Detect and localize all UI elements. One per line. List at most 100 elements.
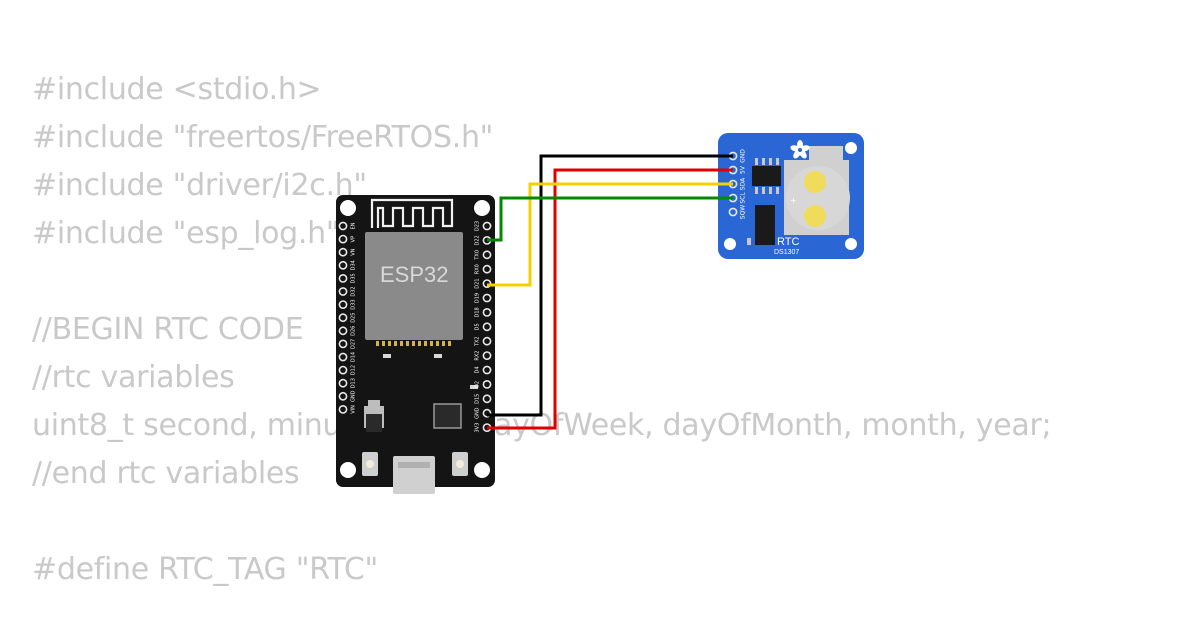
esp32-pin-rx2[interactable]: [482, 351, 492, 360]
rtc-chip-label: DS1307: [774, 249, 799, 256]
antenna-trace: [370, 198, 454, 228]
code-line: #include "esp_log.h": [32, 216, 340, 251]
esp32-pin-d23[interactable]: [482, 221, 492, 231]
code-background: #include <stdio.h> #include "freertos/Fr…: [32, 66, 1052, 594]
adafruit-logo: [790, 140, 810, 159]
sda-wire[interactable]: [487, 182, 733, 287]
boot-button-cap[interactable]: [456, 460, 464, 468]
rtc-pin-label: SQW: [740, 205, 747, 220]
gnd-wire[interactable]: [487, 154, 733, 417]
crystal-oscillator: [755, 205, 775, 245]
esp32-module: [365, 232, 463, 340]
esp32-pin-label: D15: [475, 394, 481, 404]
esp32-pin-d27[interactable]: [338, 339, 348, 349]
scl-wire[interactable]: [487, 196, 733, 242]
mounting-hole: [474, 200, 490, 216]
mounting-hole: [474, 462, 490, 478]
mounting-hole: [845, 142, 857, 154]
smd-component: [747, 238, 751, 245]
esp32-pin-d19[interactable]: [482, 293, 492, 303]
esp32-pin-label: D22: [475, 235, 481, 245]
esp32-pin-label: D35: [351, 273, 357, 283]
esp32-pin-d18[interactable]: [482, 307, 492, 317]
esp32-pin-d4[interactable]: [482, 365, 492, 375]
mounting-hole: [340, 200, 356, 216]
esp32-pin-label: D27: [351, 339, 357, 349]
esp32-pin-d32[interactable]: [338, 287, 348, 296]
mounting-hole: [845, 238, 857, 250]
esp32-pin-label: D25: [351, 313, 357, 323]
esp32-pin-label: RX2: [475, 351, 481, 361]
esp32-pin-rx0[interactable]: [482, 264, 492, 274]
esp32-pin-tx2[interactable]: [482, 336, 492, 346]
esp32-pin-en[interactable]: [338, 221, 348, 231]
code-line: #include "driver/i2c.h": [32, 168, 367, 203]
esp32-pin-label: D34: [351, 260, 357, 270]
esp32-pin-label: GND: [475, 407, 481, 419]
esp32-pin-d14[interactable]: [338, 352, 348, 362]
esp32-board[interactable]: ESP32 ENVPVND34D35D32D33D25D26D27D14D12D…: [336, 195, 495, 494]
svg-text:+: +: [790, 196, 797, 205]
esp32-pin-label: EN: [351, 222, 357, 229]
rtc-pin-sqw[interactable]: [728, 207, 738, 217]
esp32-pin-label: VN: [351, 248, 357, 255]
esp32-pin-d5[interactable]: [482, 322, 492, 332]
esp32-pin-label: TX2: [475, 336, 481, 347]
esp32-pin-d12[interactable]: [338, 365, 348, 375]
left-pin-header: ENVPVND34D35D32D33D25D26D27D14D12D13GNDV…: [338, 221, 357, 414]
code-line: #include "freertos/FreeRTOS.h": [32, 120, 494, 155]
ds1307-chip-legs: [755, 158, 779, 194]
esp32-pin-d33[interactable]: [338, 300, 348, 309]
esp32-pin-d25[interactable]: [338, 313, 348, 323]
smd-component: [434, 354, 442, 358]
esp32-pin-label: D4: [475, 366, 481, 373]
code-line: #define RTC_TAG "RTC": [32, 552, 378, 587]
ds1307-chip: [752, 166, 781, 186]
rtc-pin-label: 5V: [740, 165, 747, 174]
esp32-pin-d15[interactable]: [482, 394, 492, 404]
code-line: //rtc variables: [32, 360, 235, 395]
en-button-cap[interactable]: [366, 460, 374, 468]
esp32-pin-label: D12: [351, 365, 357, 375]
esp32-pin-label: D14: [351, 352, 357, 362]
esp32-pin-label: D5: [475, 323, 481, 330]
esp32-pin-d2[interactable]: [482, 379, 492, 389]
micro-usb-opening: [398, 462, 430, 468]
esp32-pin-label: D18: [475, 307, 481, 317]
micro-usb-port[interactable]: [393, 456, 435, 494]
esp32-chip-label: ESP32: [380, 262, 449, 287]
esp32-pin-label: D33: [351, 299, 357, 309]
module-pads: [376, 341, 451, 346]
rtc-label: RTC: [777, 236, 799, 248]
usb-uart-chip: [433, 403, 462, 429]
code-line: //end rtc variables: [32, 456, 300, 491]
esp32-pin-gnd[interactable]: [338, 391, 348, 401]
esp32-pin-d35[interactable]: [338, 273, 348, 283]
esp32-pin-vp[interactable]: [338, 234, 348, 244]
5v-wire[interactable]: [487, 168, 733, 430]
rtc-pin-label: SCL: [740, 192, 747, 204]
esp32-pin-d26[interactable]: [338, 326, 348, 336]
esp32-pin-d13[interactable]: [338, 378, 348, 388]
esp32-pin-label: D19: [475, 293, 481, 303]
mounting-hole: [724, 238, 736, 250]
rtc-pin-label: SDA: [740, 177, 747, 190]
mounting-hole: [340, 462, 356, 478]
esp32-pin-label: D2: [475, 381, 481, 388]
esp32-pin-label: D13: [351, 378, 357, 388]
rtc-pin-label: GND: [740, 149, 747, 163]
esp32-pin-vin[interactable]: [338, 404, 348, 414]
esp32-pin-tx0[interactable]: [482, 250, 492, 260]
esp32-pin-label: TX0: [475, 250, 481, 261]
esp32-pin-d34[interactable]: [338, 260, 348, 270]
esp32-pin-label: D23: [475, 221, 481, 231]
esp32-pin-label: D26: [351, 326, 357, 336]
esp32-pin-vn[interactable]: [338, 247, 348, 257]
smd-component: [383, 354, 391, 358]
esp32-pin-label: 3V3: [475, 423, 481, 433]
smd-component: [470, 385, 478, 389]
esp32-pin-label: GND: [351, 390, 357, 402]
voltage-regulator-body: [366, 414, 382, 432]
code-line: #include <stdio.h>: [32, 72, 322, 107]
